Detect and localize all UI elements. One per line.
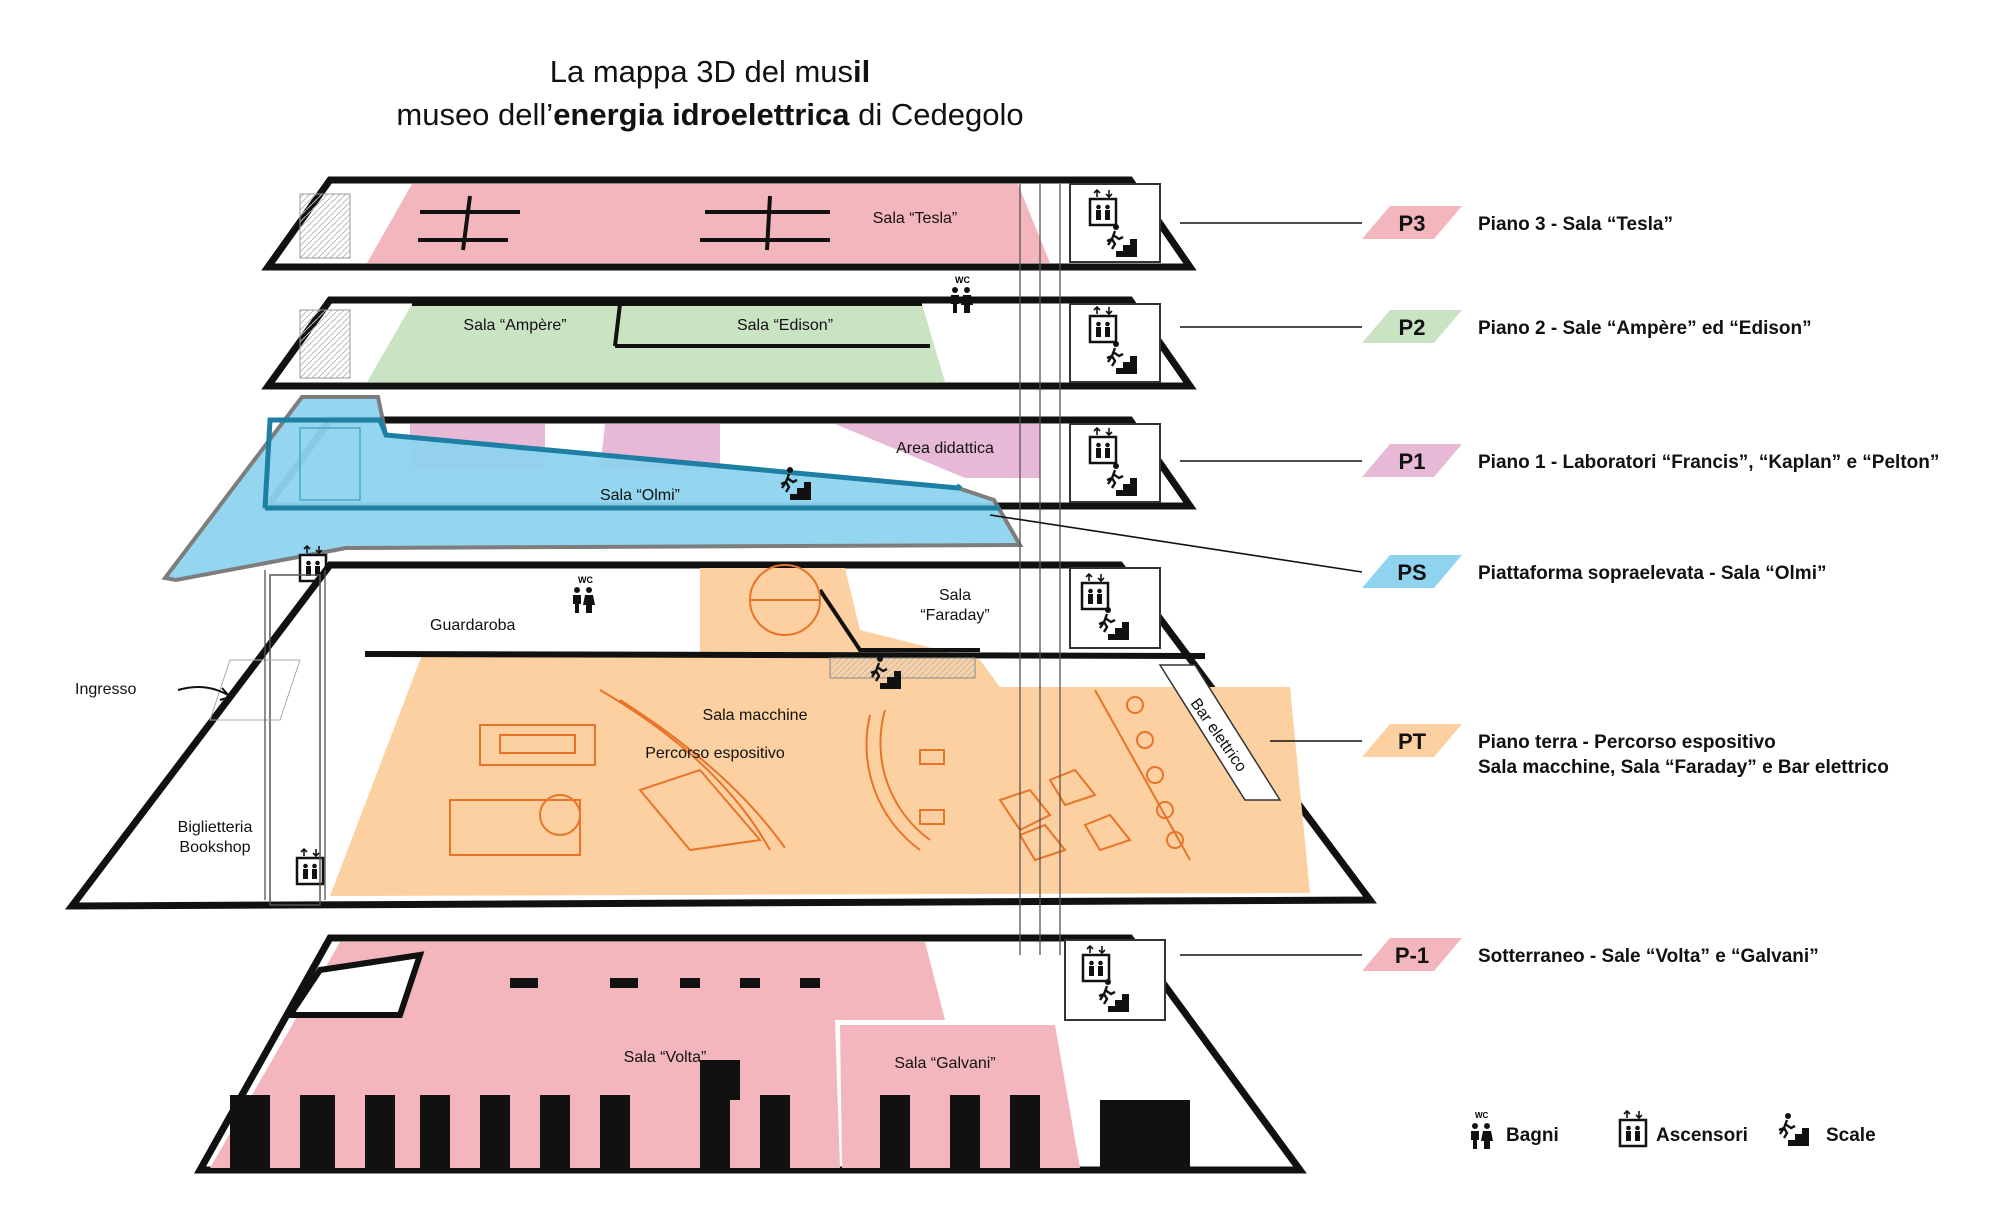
floor-tag [1362,206,1462,239]
room-sala-macchine[interactable] [330,568,1310,896]
room-label-area-didattica: Area didattica [896,440,994,457]
legend-scale: Scale [1826,1125,1876,1146]
floor-description-2: Sala macchine, Sala “Faraday” e Bar elet… [1478,757,1889,778]
room-label-bookshop: Bookshop [179,839,250,856]
floor-legend: P3 Piano 3 - Sala “Tesla” P2 Piano 2 - Sale… [989,206,1939,971]
legend-row-ps[interactable]: PS Piattaforma sopraelevata - Sala “Olmi” [989,514,1826,588]
floor-description: Piano 3 - Sala “Tesla” [1478,214,1673,235]
room-label-guardaroba: Guardaroba [430,617,515,634]
legend-row-pt[interactable]: PT Piano terra - Percorso espositivoSala … [1270,724,1889,778]
legend-row-p3[interactable]: P3 Piano 3 - Sala “Tesla” [1180,206,1673,239]
legend-row-p1[interactable]: P1 Piano 1 - Laboratori “Francis”, “Kapla… [1180,444,1939,477]
elevator-icon [1618,1109,1648,1148]
legend-bagni: Bagni [1506,1125,1559,1146]
room-label-volta: Sala “Volta” [624,1049,707,1066]
floor-code: PT [1398,729,1427,754]
floor-code: P3 [1399,211,1426,236]
room-label-sala: Sala [939,587,971,604]
elevator-shaft [264,184,1061,955]
floor-pt[interactable]: WC Ingresso Guardaroba Sala “Faraday” Sa… [64,561,1377,910]
room-label-ampere: Sala “Ampère” [463,317,566,334]
leader-line [989,514,1363,573]
room-label-percorso: Percorso espositivo [645,745,785,762]
room-sala-ampere-edison[interactable] [367,304,945,382]
room-label-edison: Sala “Edison” [737,317,833,334]
room-area-didattica[interactable] [835,424,1040,478]
floor-code: P1 [1399,449,1426,474]
floor-description: Piano terra - Percorso espositivo [1478,732,1776,753]
title-line-2: museo dell’energia idroelettrica di Cede… [396,97,1024,132]
floor-description: Piano 2 - Sale “Ampère” ed “Edison” [1478,318,1812,339]
floor-tag [1362,938,1462,971]
wc-label: WC [578,575,593,585]
floor-p-1[interactable]: Sala “Volta” Sala “Galvani” [194,934,1307,1174]
title-line-1: La mappa 3D del musil [549,54,871,89]
map-title: La mappa 3D del musil museo dell’energia… [300,50,1120,136]
floor-tag [1362,724,1462,757]
stairs-icon [1777,1111,1811,1148]
floor-p2[interactable]: WC Sala “Ampère” Sala “Edison” [261,275,1197,390]
room-label-sala-macchine: Sala macchine [703,707,808,724]
entrance-label: Ingresso [75,681,136,698]
toilets-icon [1471,1123,1493,1149]
room-label-faraday: “Faraday” [920,607,989,624]
legend-row-p2[interactable]: P2 Piano 2 - Sale “Ampère” ed “Edison” [1180,310,1812,343]
floor-code: PS [1397,560,1426,585]
room-sala-olmi[interactable] [161,395,1024,583]
floor-ps[interactable]: Sala “Olmi” [161,395,1024,583]
room-label-tesla: Sala “Tesla” [873,210,957,227]
floor-p3[interactable]: Sala “Tesla” [261,176,1197,271]
legend-ascensori: Ascensori [1656,1125,1748,1146]
icon-legend: WC Bagni Ascensori Scale [1471,1109,1876,1149]
wc-label: WC [1475,1111,1489,1120]
floor-description: Piattaforma sopraelevata - Sala “Olmi” [1478,563,1826,584]
room-label-galvani: Sala “Galvani” [894,1055,995,1072]
wc-label: WC [955,275,970,285]
legend-row-p-1[interactable]: P-1 Sotterraneo - Sale “Volta” e “Galvani… [1180,938,1819,971]
room-sala-tesla[interactable] [367,184,1050,263]
floor-description: Piano 1 - Laboratori “Francis”, “Kaplan”… [1478,452,1939,473]
floor-tag [1362,555,1462,588]
room-label-olmi: Sala “Olmi” [600,487,680,504]
floor-tag [1362,444,1462,477]
room-label-biglietteria: Biglietteria [178,819,253,836]
floor-code: P-1 [1395,943,1429,968]
floor-code: P2 [1399,315,1426,340]
floor-description: Sotterraneo - Sale “Volta” e “Galvani” [1478,946,1819,967]
floor-tag [1362,310,1462,343]
